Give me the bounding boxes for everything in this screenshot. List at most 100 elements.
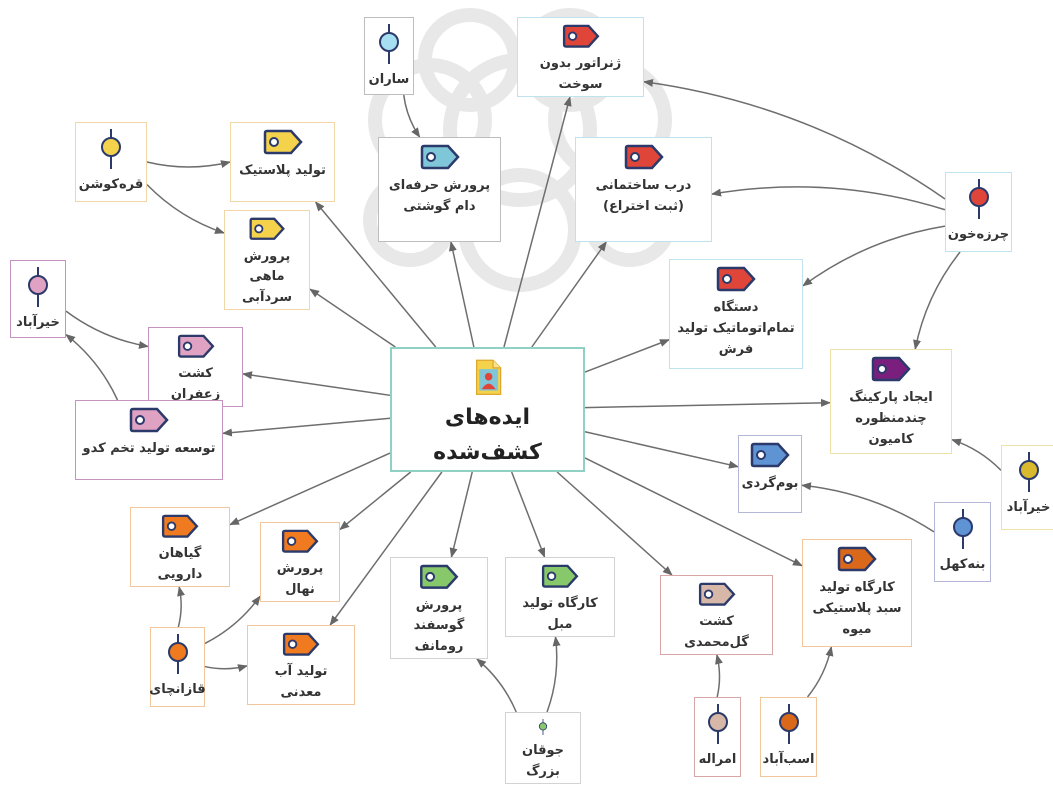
edge-central-to-seedling	[339, 471, 412, 531]
idea-node-label: گیاهان دارویی	[157, 546, 203, 583]
idea-node-sheep[interactable]: پرورش گوسفند رومانف	[390, 557, 488, 659]
idea-node-fish[interactable]: پرورش ماهی سردآبی	[224, 210, 310, 310]
idea-node-door[interactable]: درب ساختمانی (ثبت اختراع)	[575, 137, 712, 242]
village-node-gharehkoshan[interactable]: قره‌کوشن	[75, 122, 147, 202]
edge-kheirabad1-to-saffron	[65, 310, 149, 349]
tag-icon	[177, 334, 214, 358]
tag-icon	[624, 144, 664, 170]
village-node-label: خیرآباد	[1006, 500, 1051, 515]
idea-node-label: کارگاه تولید سبد پلاستیکی میوه	[812, 580, 902, 637]
edge-central-to-furniture	[510, 471, 546, 558]
edge-central-to-livestock	[448, 241, 475, 348]
edge-cherzehkhon-to-door	[711, 186, 946, 211]
idea-node-furniture[interactable]: کارگاه تولید مبل	[505, 557, 615, 637]
idea-node-label: تولید پلاستیک	[239, 163, 326, 178]
village-node-label: ساران	[368, 72, 410, 87]
tag-icon	[541, 564, 579, 588]
edge-kheirabad2-to-parking	[951, 438, 1002, 471]
tag-icon	[698, 582, 735, 606]
profile-document-icon	[475, 359, 501, 395]
edge-benehkahal-to-ecotour	[801, 482, 935, 533]
idea-node-rose[interactable]: کشت گل‌محمدی	[660, 575, 773, 655]
idea-node-label: ایجاد پارکینگ چندمنظوره کامیون	[849, 390, 933, 447]
location-pin-icon	[952, 509, 973, 549]
tag-icon	[420, 564, 459, 589]
village-node-emraleh[interactable]: امراله	[694, 697, 741, 777]
edge-central-to-pumpkin	[222, 417, 391, 437]
idea-node-basket[interactable]: کارگاه تولید سبد پلاستیکی میوه	[802, 539, 912, 647]
idea-node-label: ژنراتور بدون سوخت	[539, 56, 622, 93]
idea-node-plastic[interactable]: تولید پلاستیک	[230, 122, 335, 202]
location-pin-icon	[167, 634, 188, 674]
edge-central-to-sheep	[449, 471, 473, 558]
idea-node-label: پرورش گوسفند رومانف	[413, 597, 465, 655]
idea-node-livestock[interactable]: پرورش حرفه‌ای دام گوشتی	[378, 137, 501, 242]
edge-central-to-saffron	[242, 371, 391, 397]
edge-pumpkin-to-kheirabad1	[65, 333, 119, 401]
village-node-cherzehkhon[interactable]: چرزه‌خون	[945, 172, 1012, 252]
edge-ghazanchai-to-mineral	[204, 664, 248, 672]
edge-central-to-fish	[309, 288, 396, 348]
tag-icon	[263, 129, 303, 155]
tag-icon	[281, 529, 319, 553]
edge-central-to-parking	[584, 398, 831, 409]
village-node-label: قازانچای	[149, 682, 206, 697]
tag-icon	[716, 266, 756, 292]
idea-node-label: پرورش نهال	[276, 561, 324, 598]
village-node-ghazanchai[interactable]: قازانچای	[149, 627, 206, 707]
edge-ghazanchai-to-herbs	[177, 586, 185, 628]
location-pin-icon	[707, 704, 728, 744]
edge-central-to-generator	[503, 96, 572, 348]
location-pin-icon	[28, 267, 48, 307]
tag-icon	[750, 442, 790, 468]
location-pin-icon	[968, 179, 989, 219]
village-node-label: چرزه‌خون	[947, 227, 1010, 242]
location-pin-icon	[1018, 452, 1039, 492]
central-node-label: ایده‌های کشف‌شده	[433, 404, 542, 465]
edge-cherzehkhon-to-carpet	[802, 225, 946, 287]
edge-emraleh-to-rose	[715, 654, 723, 698]
idea-node-label: بوم‌گردی	[741, 476, 799, 491]
village-node-label: جوقان بزرگ	[521, 743, 564, 780]
idea-node-label: کشت زعفران	[170, 366, 221, 403]
location-pin-icon	[538, 719, 548, 736]
tag-icon	[420, 144, 460, 170]
tag-icon	[871, 356, 911, 382]
idea-node-mineral[interactable]: تولید آب معدنی	[247, 625, 355, 705]
village-node-label: قره‌کوشن	[78, 177, 144, 192]
edge-central-to-ecotour	[584, 431, 739, 469]
village-node-kheirabad-2[interactable]: خیرآباد	[1001, 445, 1053, 530]
central-node[interactable]: ایده‌های کشف‌شده	[390, 347, 585, 472]
idea-node-label: کارگاه تولید مبل	[522, 596, 598, 633]
edge-gharehkoshan-to-plastic	[146, 160, 231, 168]
village-node-kheirabad-1[interactable]: خیرآباد	[10, 260, 66, 338]
idea-node-parking[interactable]: ایجاد پارکینگ چندمنظوره کامیون	[830, 349, 952, 454]
location-pin-icon	[778, 704, 799, 744]
village-node-label: اسب‌آباد	[762, 752, 815, 767]
idea-node-carpet[interactable]: دستگاه تمام‌اتوماتیک تولید فرش	[669, 259, 803, 369]
edge-joghanbozorg-to-sheep	[476, 658, 517, 713]
idea-node-seedling[interactable]: پرورش نهال	[260, 522, 340, 602]
idea-node-label: پرورش ماهی سردآبی	[241, 248, 293, 306]
idea-node-label: کشت گل‌محمدی	[684, 614, 749, 651]
idea-node-pumpkin[interactable]: توسعه تولید تخم کدو	[75, 400, 223, 480]
village-node-label: بنه‌کهل	[939, 557, 986, 572]
idea-node-generator[interactable]: ژنراتور بدون سوخت	[517, 17, 644, 97]
idea-node-ecotour[interactable]: بوم‌گردی	[738, 435, 802, 513]
village-node-joghanbozorg[interactable]: جوقان بزرگ	[505, 712, 581, 784]
village-node-label: امراله	[698, 752, 737, 767]
village-node-saran[interactable]: ساران	[364, 17, 414, 95]
idea-node-saffron[interactable]: کشت زعفران	[148, 327, 243, 407]
location-pin-icon	[379, 24, 399, 64]
edge-central-to-carpet	[584, 339, 670, 373]
tag-icon	[562, 24, 599, 48]
tag-icon	[249, 217, 285, 240]
edge-central-to-herbs	[229, 452, 391, 526]
tag-icon	[837, 546, 877, 572]
edge-central-to-door	[531, 241, 607, 348]
idea-node-herbs[interactable]: گیاهان دارویی	[130, 507, 230, 587]
edge-cherzehkhon-to-parking	[913, 251, 961, 350]
village-node-asbabad[interactable]: اسب‌آباد	[760, 697, 817, 777]
village-node-benehkahal[interactable]: بنه‌کهل	[934, 502, 991, 582]
